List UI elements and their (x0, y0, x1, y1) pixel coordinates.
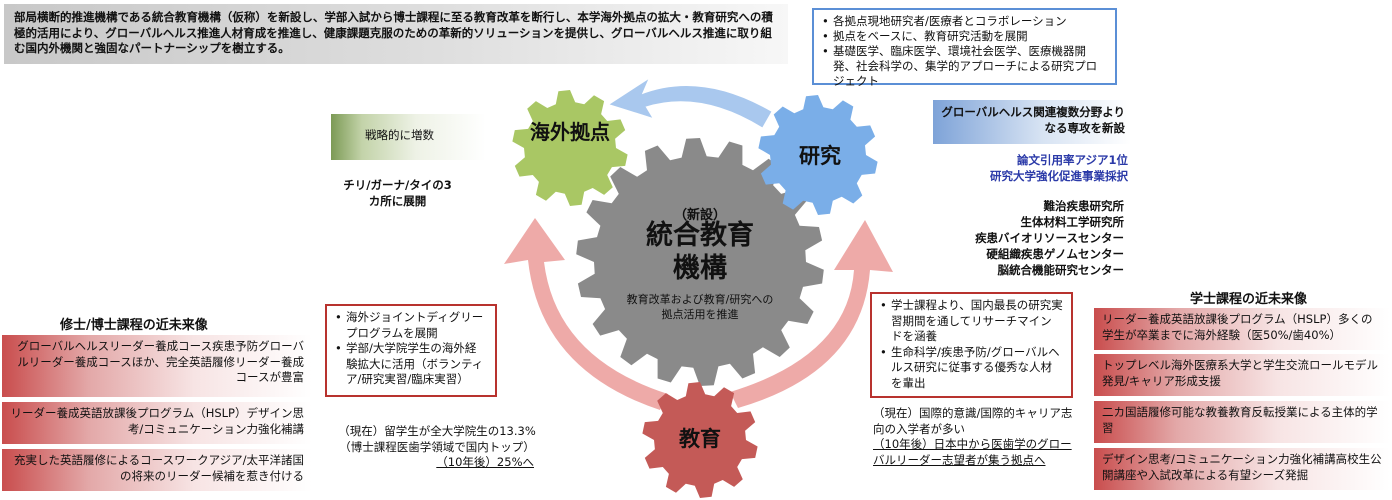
center-subtitle: 教育改革および教育/研究への拠点活用を推進 (626, 293, 774, 321)
research-activity-box: 各拠点現地研究者/医療者とコラボレーション 拠点をベースに、教育研究活動を展開 … (812, 8, 1117, 88)
awareness-line-1: （現在）国際的意識/国際的キャリア志向の入学者が多い (873, 406, 1073, 436)
institute-item: 疾患バイオリソースセンター (975, 231, 1124, 245)
center-new-label: （新設） (673, 208, 726, 223)
overseas-sites-text: チリ/ガーナ/タイの3カ所に展開 (343, 178, 452, 208)
arrow-education-to-research (730, 220, 893, 408)
joint-item: 学部/大学院学生の海外経験拡大に活用（ボランティア/研究実習/臨床実習） (335, 341, 487, 388)
awareness-line-2: （10年後）日本中から医歯学のグローバルリーダー志望者が集う拠点へ (873, 437, 1072, 467)
citation-rank: 論文引用率アジア1位 (1016, 153, 1128, 167)
center-gear (576, 138, 824, 386)
new-major-badge: グローバルヘルス関連複数分野よりなる専攻を新設 (933, 100, 1131, 144)
applicant-awareness-note: （現在）国際的意識/国際的キャリア志向の入学者が多い （10年後）日本中から医歯… (873, 406, 1083, 468)
arrow-research-to-overseas (609, 79, 772, 128)
arrow-education-to-overseas (504, 218, 668, 410)
research-item: 基礎医学、臨床医学、環境社会医学、医療機器開発、社会科学の、集学的アプローチによ… (822, 44, 1107, 89)
intl-line-1: （現在）留学生が全大学院生の13.3% (338, 424, 536, 438)
research-gear-label: 研究 (799, 144, 841, 168)
undergrad-item: デザイン思考/コミュニケーション力強化補講高校生公開講座や入試改革による有望シー… (1094, 448, 1390, 490)
institute-list: 難治疾患研究所 生体材料工学研究所 疾患バイオリソースセンター 硬組織疾患ゲノム… (940, 198, 1124, 278)
joint-degree-box: 海外ジョイントディグリープログラムを展開 学部/大学院学生の海外経験拡大に活用（… (325, 304, 497, 397)
gear-overseas-shape (512, 90, 628, 206)
graduate-title: 修士/博士課程の近未来像 (60, 318, 208, 333)
mission-banner: 部局横断的推進機構である統合教育機構（仮称）を新設し、学部入試から博士課程に至る… (4, 4, 788, 64)
undergrad-item: リーダー養成英語放課後プログラム（HSLP）多くの学生が卒業までに海外経験（医5… (1094, 308, 1390, 350)
intl-line-3: （10年後）25%へ (436, 455, 534, 469)
center-title-2: 機構 (673, 253, 727, 284)
intl-student-note: （現在）留学生が全大学院生の13.3% （博士課程医歯学領域で国内トップ） （1… (322, 424, 552, 471)
research-clerkship-box: 学士課程より、国内最長の研究実習期間を通してリサーチマインドを涵養 生命科学/疾… (870, 292, 1073, 398)
institute-item: 難治疾患研究所 (1043, 199, 1125, 213)
undergrad-item: 二カ国語履修可能な教養教育反転授業による主体的学習 (1094, 401, 1390, 443)
clerkship-item: 生命科学/疾患予防/グローバルヘルス研究に従事する優秀な人材を輩出 (880, 345, 1063, 392)
undergrad-title: 学士課程の近未来像 (1190, 292, 1308, 307)
clerkship-item: 学士課程より、国内最長の研究実習期間を通してリサーチマインドを涵養 (880, 298, 1063, 345)
overseas-gear (512, 90, 628, 206)
graduate-item: リーダー養成英語放課後プログラム（HSLP）デザイン思考/コミュニケーション力強… (2, 402, 312, 444)
education-gear-label: 教育 (679, 427, 721, 451)
gear-research-shape (758, 95, 878, 215)
undergrad-item: トップレベル海外医療系大学と学生交流ロールモデル発見/キャリア形成支援 (1094, 354, 1390, 396)
education-gear (642, 382, 758, 498)
research-gear (758, 95, 878, 215)
center-title-1: 統合教育 (646, 220, 754, 251)
overseas-sites: チリ/ガーナ/タイの3カ所に展開 (340, 177, 455, 209)
overseas-gear-label: 海外拠点 (530, 120, 610, 144)
joint-item: 海外ジョイントディグリープログラムを展開 (335, 310, 487, 341)
gear-center-shape (576, 138, 824, 386)
research-item: 拠点をベースに、教育研究活動を展開 (822, 29, 1107, 44)
research-item: 各拠点現地研究者/医療者とコラボレーション (822, 14, 1107, 29)
institute-item: 硬組織疾患ゲノムセンター (986, 247, 1124, 261)
intl-line-2: （博士課程医歯学領域で国内トップ） (339, 439, 535, 454)
new-major-text: グローバルヘルス関連複数分野よりなる専攻を新設 (941, 105, 1125, 135)
strategic-label: 戦略的に増数 (365, 128, 434, 142)
mission-text: 部局横断的推進機構である統合教育機構（仮称）を新設し、学部入試から博士課程に至る… (14, 10, 773, 55)
gear-education-shape (642, 382, 758, 498)
graduate-item: グローバルヘルスリーダー養成コース疾患予防グローバルリーダー養成コースほか、完全… (2, 335, 312, 397)
program-adoption: 研究大学強化促進事業採択 (990, 169, 1128, 183)
institute-item: 脳統合機能研究センター (997, 263, 1125, 277)
strategic-increase-badge: 戦略的に増数 (331, 114, 486, 160)
institute-item: 生体材料工学研究所 (1020, 215, 1125, 229)
graduate-item: 充実した英語履修によるコースワークアジア/太平洋諸国の将来のリーダー候補を惹き付… (2, 449, 312, 491)
